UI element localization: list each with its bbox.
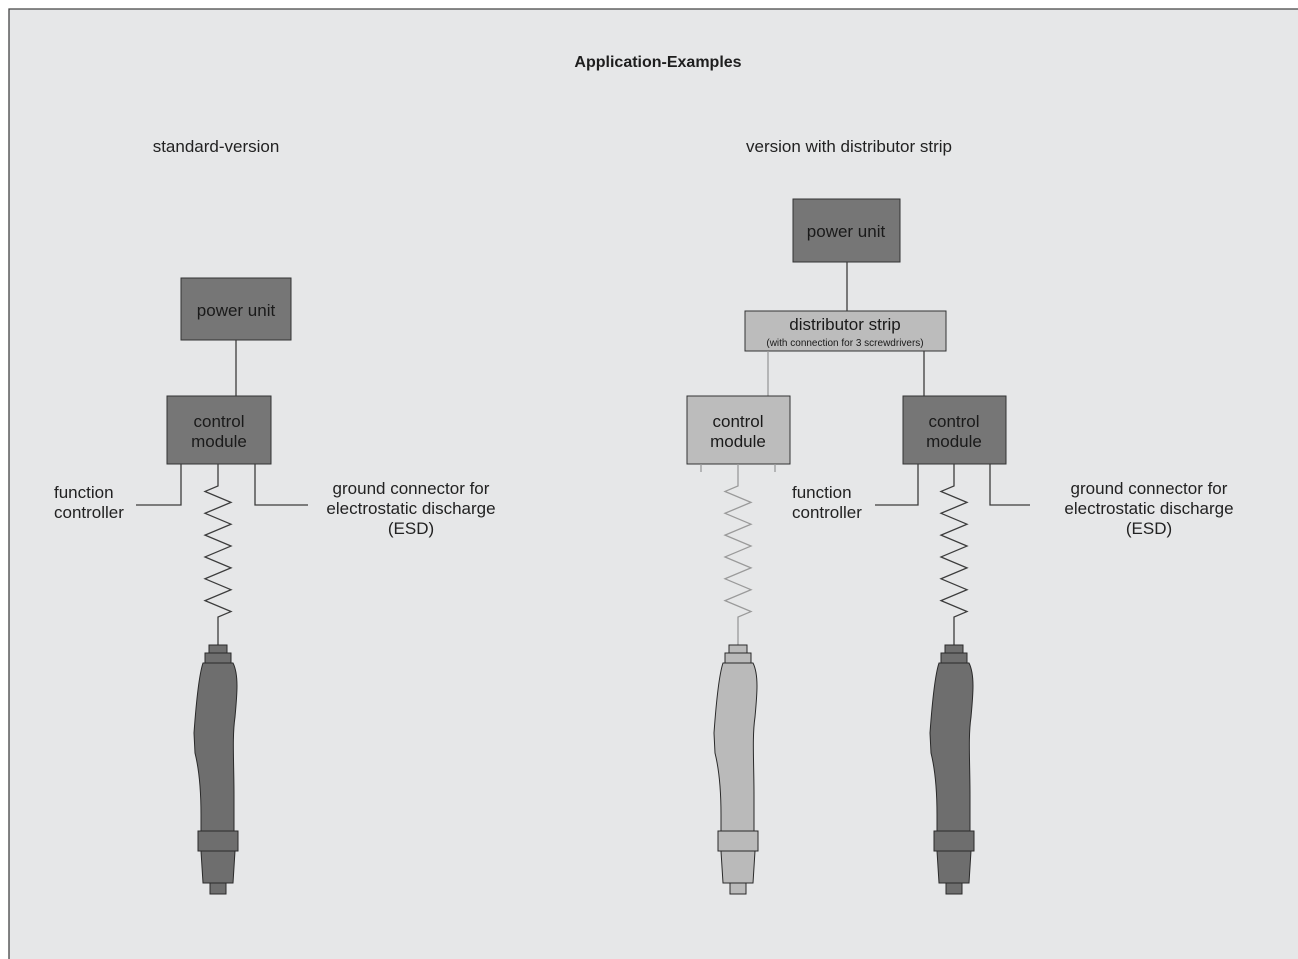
ground-connector-2-line-3: (ESD) (1126, 519, 1172, 538)
control-module-right-line-2: module (926, 432, 982, 451)
cable-coil (203, 464, 233, 645)
control-module-left-line-2: module (710, 432, 766, 451)
function-controller-wire-2 (875, 464, 919, 506)
coiled-cable-left (723, 464, 753, 645)
function-controller-wire (136, 464, 182, 506)
distributor-version-group: version with distributor strip power uni… (686, 137, 1234, 895)
cable-coil (939, 464, 969, 645)
diagram-frame (8, 8, 1298, 959)
function-controller-2-line-2: controller (792, 503, 862, 522)
control-module-line-1: control (193, 412, 244, 431)
ground-connector-line-2: electrostatic discharge (326, 499, 495, 518)
coiled-cable-right (939, 464, 969, 645)
ground-connector-2-line-2: electrostatic discharge (1064, 499, 1233, 518)
power-unit-box (180, 277, 292, 341)
control-module-line-2: module (191, 432, 247, 451)
function-controller-2-line-1: function (792, 483, 852, 502)
ground-connector-line-1: ground connector for (333, 479, 490, 498)
distributor-strip-box (744, 310, 947, 352)
control-module-box-left (686, 395, 791, 465)
ground-connector-wire-2 (989, 464, 1030, 506)
distributor-strip-note: (with connection for 3 screwdrivers) (766, 338, 923, 349)
function-controller-line-2: controller (54, 503, 124, 522)
ground-connector-2-line-1: ground connector for (1071, 479, 1228, 498)
cable-coil (723, 464, 753, 645)
control-module-left-line-1: control (712, 412, 763, 431)
power-unit-label: power unit (197, 301, 276, 320)
distributor-version-heading: version with distributor strip (746, 137, 952, 156)
power-unit-label-2: power unit (807, 222, 886, 241)
distributor-strip-label: distributor strip (789, 315, 900, 334)
standard-version-heading: standard-version (153, 137, 280, 156)
control-module-right-line-1: control (928, 412, 979, 431)
diagram-title: Application-Examples (574, 54, 741, 71)
coiled-cable (203, 464, 233, 645)
ground-connector-line-3: (ESD) (388, 519, 434, 538)
power-unit-box-2 (792, 198, 901, 263)
control-module-box (166, 395, 272, 465)
ground-connector-wire (254, 464, 308, 506)
function-controller-line-1: function (54, 483, 114, 502)
control-module-box-right (902, 395, 1007, 465)
